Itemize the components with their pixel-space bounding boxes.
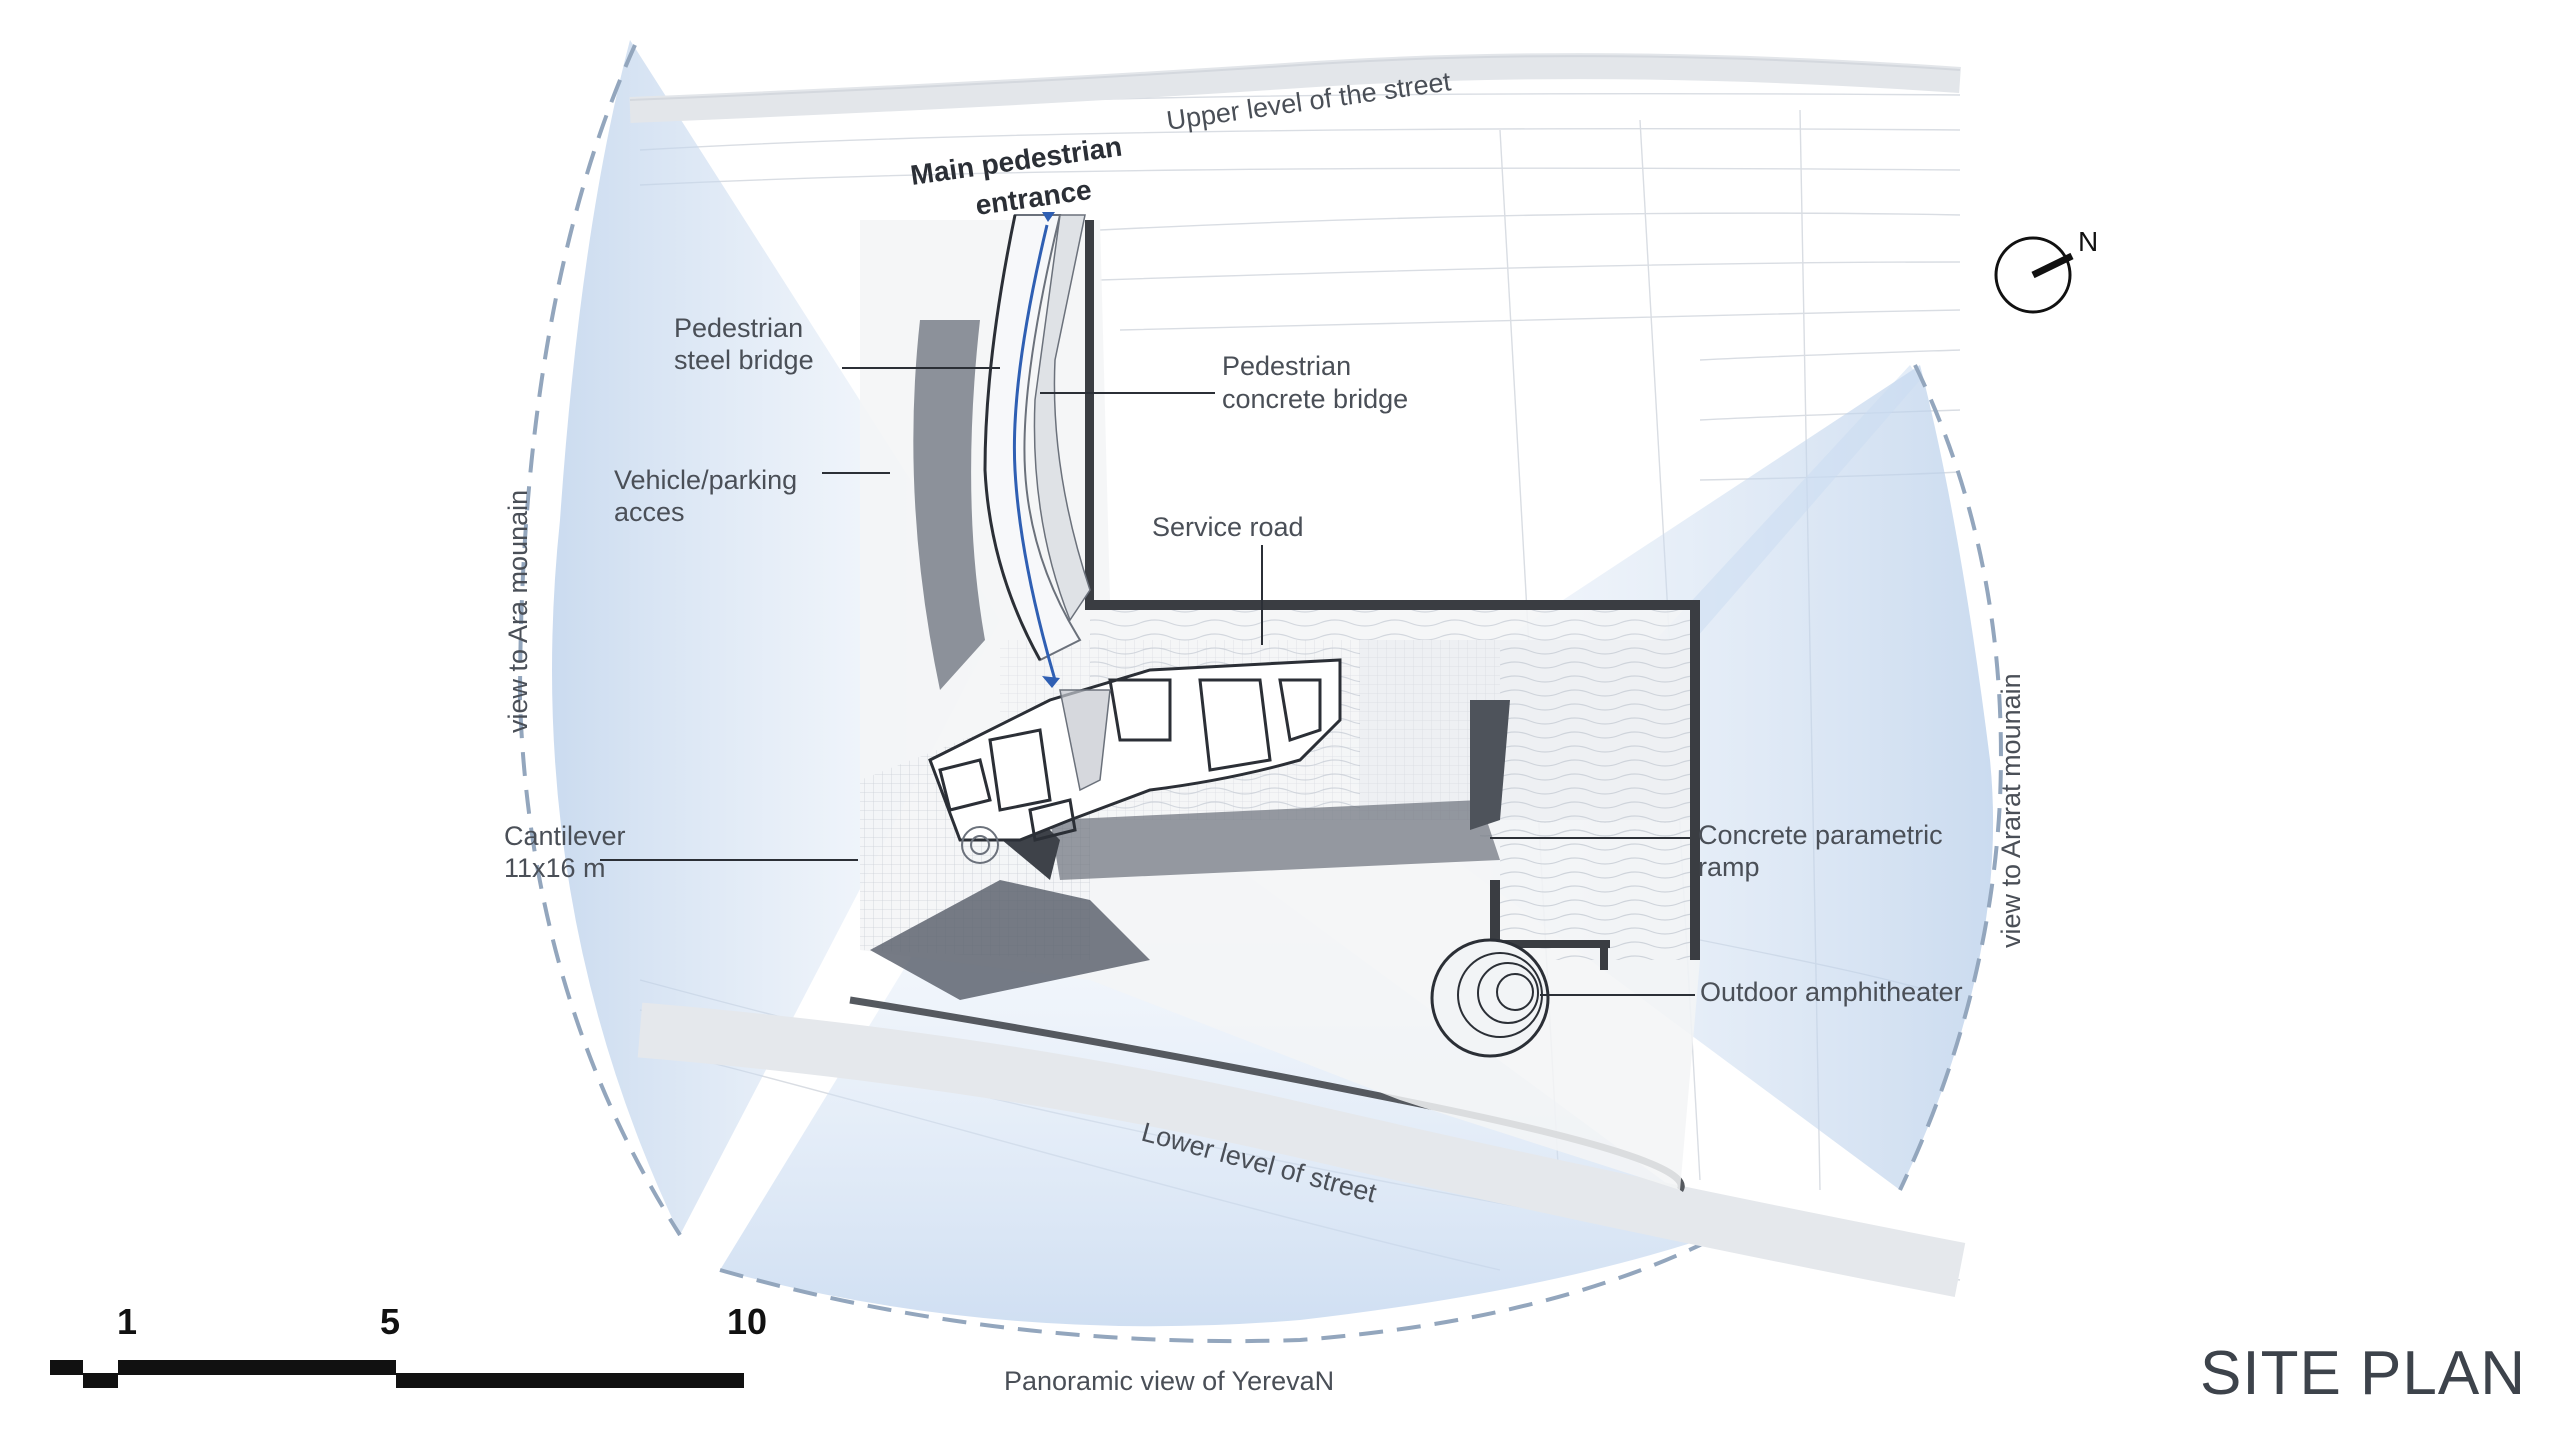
main-entrance-label-line2: entrance [974, 174, 1094, 221]
cantilever-label-line1: Cantilever [504, 821, 626, 851]
ramp-label-line2: ramp [1698, 852, 1760, 882]
view-ararat-label: view to Ararat mounain [1996, 673, 2026, 948]
amphitheater-label: Outdoor amphitheater [1700, 977, 1963, 1007]
scale-tick-5: 5 [380, 1301, 400, 1342]
scale-seg-4 [396, 1373, 744, 1388]
concrete-bridge-label-line2: concrete bridge [1222, 384, 1408, 414]
steel-bridge-label-line2: steel bridge [674, 345, 814, 375]
scale-bar: 1 5 10 [50, 1301, 767, 1388]
scale-seg-3 [118, 1360, 396, 1375]
steel-bridge-label-line1: Pedestrian [674, 313, 803, 343]
view-arcs [517, 44, 2003, 1344]
vehicle-label-line2: acces [614, 497, 685, 527]
scale-tick-1: 1 [117, 1301, 137, 1342]
main-entrance-label-line1: Main pedestrian [909, 131, 1124, 191]
cantilever-label-line2: 11x16 m [504, 853, 606, 883]
north-pointer [2031, 252, 2074, 279]
building-footprint [928, 658, 1342, 842]
service-road-label: Service road [1152, 512, 1304, 542]
pedestrian-bridges [983, 212, 1091, 688]
small-amphi [961, 826, 999, 864]
ramp-label-line1: Concrete parametric [1698, 820, 1943, 850]
page-title: SITE PLAN [2200, 1339, 2526, 1408]
north-label: N [2078, 226, 2098, 257]
panoramic-label: Panoramic view of YerevaN [1004, 1366, 1334, 1396]
outdoor-amphitheater [1430, 938, 1550, 1058]
view-ara-label: view to Ara mounain [503, 490, 533, 733]
scale-seg-1 [50, 1360, 83, 1375]
scale-seg-2 [83, 1373, 118, 1388]
vehicle-label-line1: Vehicle/parking [614, 465, 797, 495]
scale-tick-10: 10 [727, 1301, 767, 1342]
concrete-bridge-label-line1: Pedestrian [1222, 351, 1351, 381]
north-arrow: N [1994, 226, 2098, 314]
leader-lines [600, 367, 1695, 996]
upper-street [629, 53, 1961, 123]
walls [1085, 220, 1700, 970]
